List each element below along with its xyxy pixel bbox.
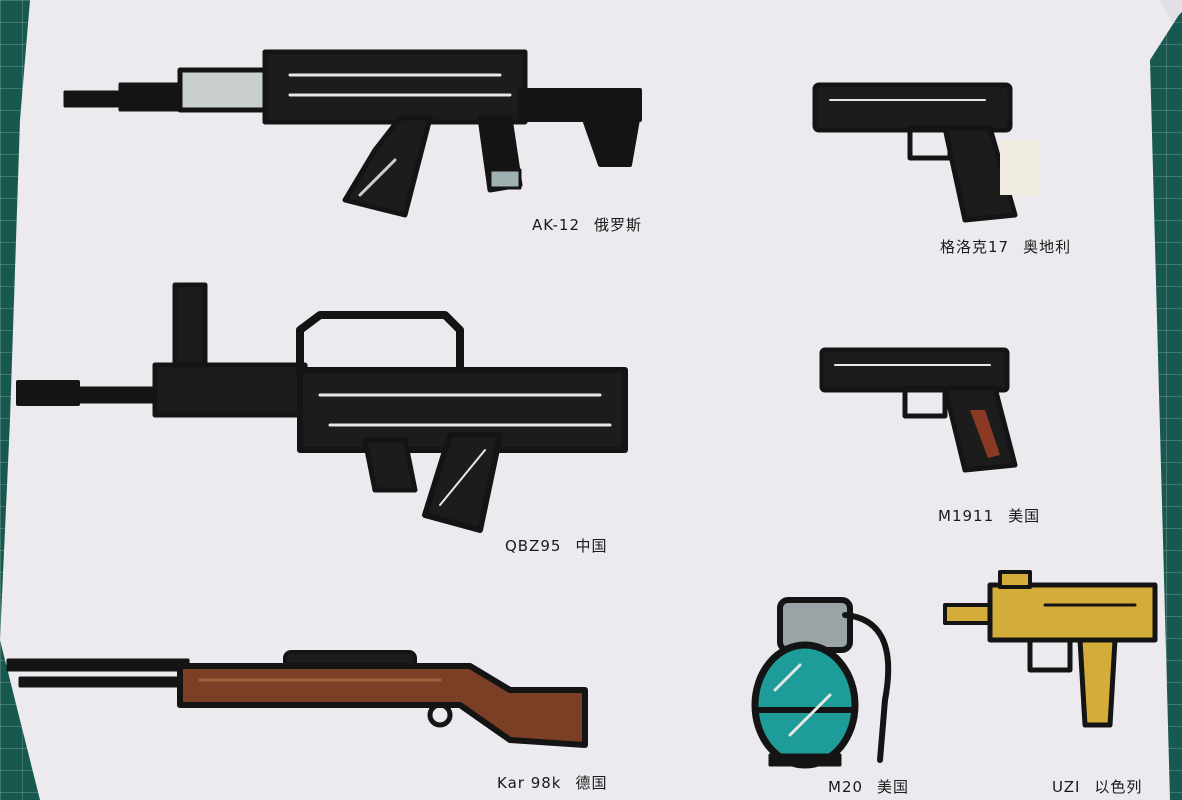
m1911-country: 美国 [1008,507,1041,525]
ak12-name: AK-12 [532,216,581,234]
qbz95-drawing [16,282,628,533]
glock17-label: 格洛克17 奥地利 [940,236,1071,257]
kar98k-name: Kar 98k [497,774,562,792]
uzi-country: 以色列 [1094,778,1143,796]
m1911-name: M1911 [938,507,995,525]
m20-name: M20 [828,778,864,796]
m20-country: 美国 [877,778,910,796]
kar98k-drawing [6,650,588,748]
m20-grenade-drawing [751,597,892,769]
kar98k-country: 德国 [575,774,608,792]
kar98k-label: Kar 98k 德国 [497,772,608,793]
m1911-drawing [819,347,1018,473]
qbz95-name: QBZ95 [505,537,562,555]
glock17-drawing [812,82,1040,223]
ak12-drawing [63,49,642,218]
uzi-drawing [943,570,1158,728]
uzi-label: UZI 以色列 [1052,776,1142,797]
qbz95-country: 中国 [575,537,608,555]
glock17-name: 格洛克17 [940,238,1010,256]
m1911-label: M1911 美国 [938,505,1040,526]
ak12-country: 俄罗斯 [594,216,643,234]
glock17-country: 奥地利 [1023,238,1072,256]
uzi-name: UZI [1052,778,1081,796]
ak12-label: AK-12 俄罗斯 [532,214,642,235]
m20-label: M20 美国 [828,776,909,797]
qbz95-label: QBZ95 中国 [505,535,607,556]
